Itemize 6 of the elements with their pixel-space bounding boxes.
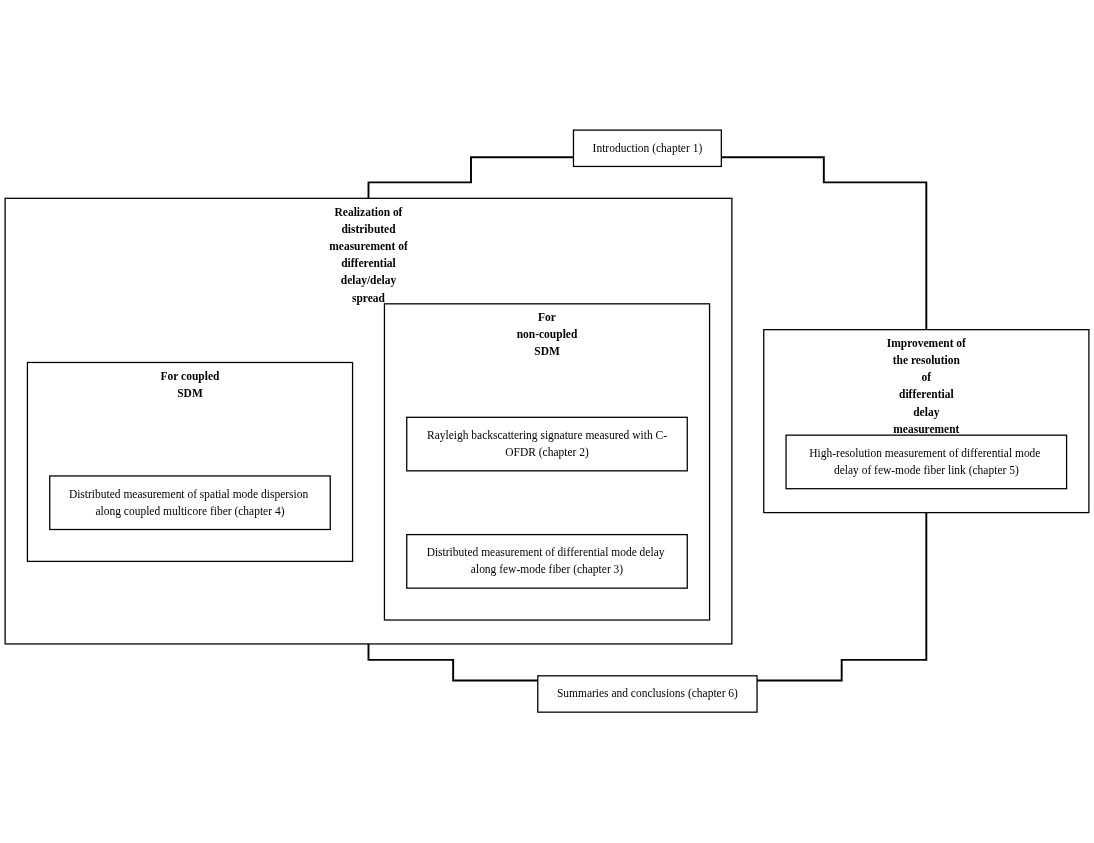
node-box: Distributed measurement of differential mode delay along few-mode fiber (chapter 3) xyxy=(406,534,688,590)
node-box: Introduction (chapter 1) xyxy=(572,129,722,168)
node-box: Rayleigh backscattering signature measured with C-OFDR (chapter 2) xyxy=(406,417,688,472)
node-box: Summaries and conclusions (chapter 6) xyxy=(537,675,758,714)
node-box: High-resolution measurement of differential mode delay of few-mode fiber link (chapter 5) xyxy=(785,434,1068,490)
node-box: Distributed measurement of spatial mode dispersion along coupled multicore fiber (chapter 4) xyxy=(49,475,331,531)
